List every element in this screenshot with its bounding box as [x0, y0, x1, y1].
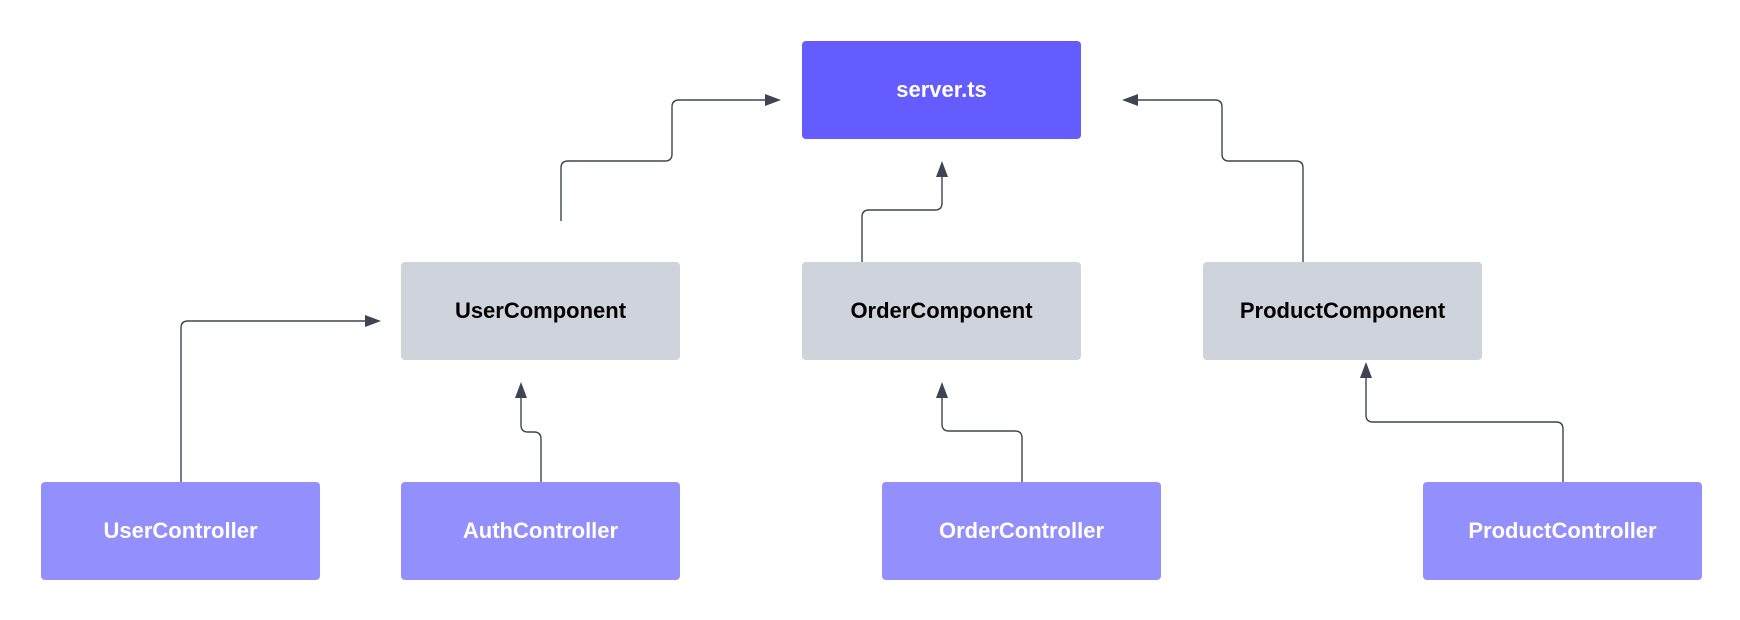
node-product-component[interactable]: ProductComponent	[1203, 262, 1482, 360]
edge-auth-controller-to-user-component-line	[520, 397, 542, 482]
node-product-component-label: ProductComponent	[1239, 298, 1446, 323]
node-product-controller-label: ProductController	[1468, 518, 1657, 543]
edge-auth-controller-to-user-component-arrowhead	[515, 382, 527, 398]
edge-order-controller-to-order-component-arrowhead	[936, 382, 948, 398]
edge-product-component-to-server-line	[1138, 99, 1304, 262]
node-server-ts[interactable]: server.ts	[802, 41, 1081, 139]
edge-product-controller-to-product-component	[1360, 362, 1564, 482]
edge-order-controller-to-order-component-line	[941, 397, 1023, 482]
edge-product-controller-to-product-component-line	[1365, 377, 1564, 482]
edge-order-controller-to-order-component	[936, 382, 1023, 482]
edge-order-component-to-server	[861, 161, 948, 262]
edge-order-component-to-server-line	[861, 176, 943, 262]
node-order-controller[interactable]: OrderController	[882, 482, 1161, 580]
node-order-component-label: OrderComponent	[850, 298, 1033, 323]
edge-user-component-to-server-arrowhead	[765, 94, 781, 106]
edge-order-component-to-server-arrowhead	[936, 161, 948, 177]
edge-user-controller-to-user-component-arrowhead	[365, 315, 381, 327]
edge-user-controller-to-user-component-line	[180, 320, 365, 482]
node-auth-controller[interactable]: AuthController	[401, 482, 680, 580]
node-auth-controller-label: AuthController	[462, 518, 619, 543]
edge-user-component-to-server	[560, 94, 781, 221]
edge-product-component-to-server-arrowhead	[1122, 94, 1138, 106]
node-product-controller[interactable]: ProductController	[1423, 482, 1702, 580]
node-user-controller-label: UserController	[103, 518, 258, 543]
edge-product-component-to-server	[1122, 94, 1304, 262]
edge-user-controller-to-user-component	[180, 315, 381, 482]
node-user-component[interactable]: UserComponent	[401, 262, 680, 360]
node-order-component[interactable]: OrderComponent	[802, 262, 1081, 360]
edge-product-controller-to-product-component-arrowhead	[1360, 362, 1372, 378]
node-user-controller[interactable]: UserController	[41, 482, 320, 580]
node-server-ts-label: server.ts	[896, 77, 987, 102]
node-order-controller-label: OrderController	[938, 518, 1105, 543]
edge-auth-controller-to-user-component	[515, 382, 542, 482]
edge-user-component-to-server-line	[560, 99, 765, 221]
node-user-component-label: UserComponent	[454, 298, 627, 323]
